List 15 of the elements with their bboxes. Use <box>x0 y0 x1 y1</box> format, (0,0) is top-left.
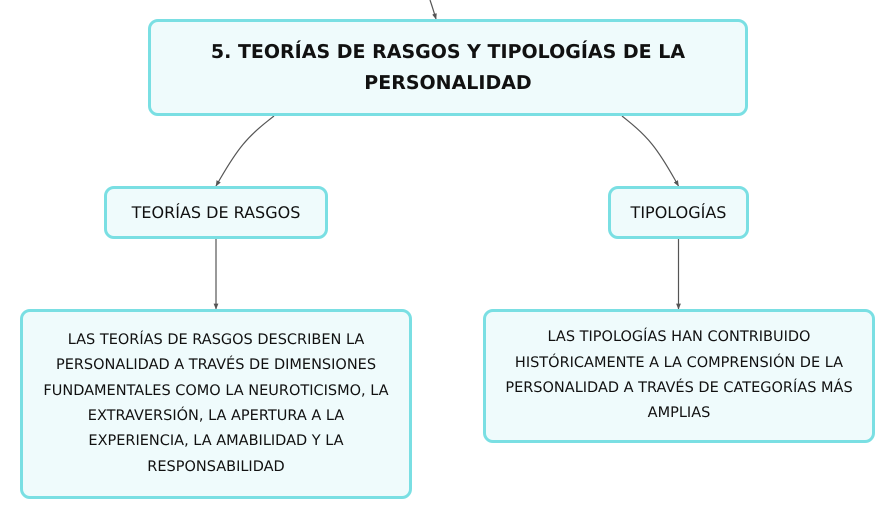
arrow <box>622 116 680 187</box>
topic-box <box>608 186 749 239</box>
title-box <box>148 19 748 116</box>
arrow <box>214 239 218 310</box>
node-text: 5. TEORÍAS DE RASGOS Y TIPOLOGÍAS DE LA PERSONALIDAD <box>210 39 686 96</box>
topic-box <box>483 309 875 443</box>
node-text: LAS TIPOLOGÍAS HAN CONTRIBUIDO HISTÓRICAMENTE A LA COMPRENSIÓN DE LA PERSONALIDAD A TRAVÉS DE CATEGORÍAS MÁS AMPLIAS <box>504 326 854 424</box>
topic-box <box>20 309 412 499</box>
node-text: TEORÍAS DE RASGOS <box>132 202 300 224</box>
arrow <box>215 116 274 187</box>
arrow <box>429 0 437 20</box>
topic-box <box>104 186 328 239</box>
node-text: TIPOLOGÍAS <box>630 202 726 224</box>
arrow <box>676 239 681 310</box>
node-text: LAS TEORÍAS DE RASGOS DESCRIBEN LA PERSONALIDAD A TRAVÉS DE DIMENSIONES FUNDAMENTALES COMO LA NEUROTICISMO, LA EXTRAVERSIÓN, LA APERTURA A LA EXPERIENCIA, LA AMABILIDAD Y LA RESPONSABILIDAD <box>42 330 390 477</box>
